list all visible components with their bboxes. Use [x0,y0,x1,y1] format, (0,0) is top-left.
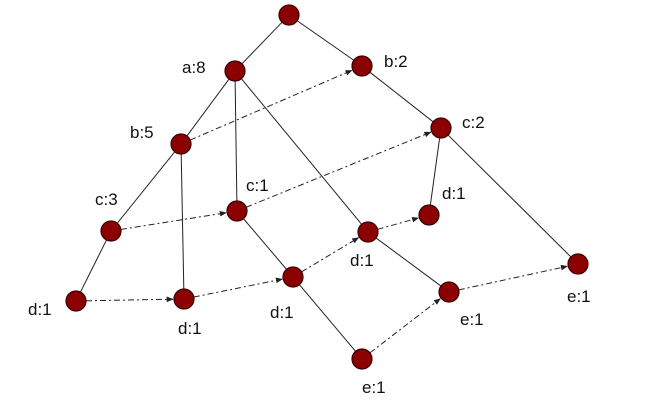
edges-layer [80,20,572,354]
node-link-c3-to-c1 [120,210,227,230]
node-label-d1_mid: d:1 [350,251,374,270]
node-label-d1_left: d:1 [28,300,52,319]
node-label-c1: c:1 [246,176,269,195]
node-link-d1_left-to-d1_b [85,296,174,303]
node-d1_c [282,266,304,288]
node-root [278,4,300,26]
tree-edge-a8-to-c1 [234,80,238,202]
tree-edge-b2-to-c2 [369,71,434,123]
tree-edge-root-to-b2 [296,20,355,61]
node-link-e1_bottom-to-e1_mid [369,298,441,354]
node-label-e1_right: e:1 [567,287,591,306]
node-link-d1_c-to-d1_mid [301,237,360,273]
node-label-c3: c:3 [95,190,118,209]
node-label-c2: c:2 [462,113,485,132]
node-link-c1-to-c2 [246,131,432,208]
labels-layer: a:8 b:2 b:5 c:2 c:3 c:1 d:1 d:1 d:1 d:1 d:1 e:1 e:1 e… [28,52,591,397]
tree-edge-a8-to-b5 [186,78,230,137]
tree-edge-c2-to-e1_right [447,134,572,258]
node-c3 [100,220,122,242]
node-label-d1_b: d:1 [178,319,202,338]
tree-edge-d1_mid-to-e1_mid [375,237,442,287]
node-b2 [351,55,373,77]
tree-edge-d1_c-to-e1_bottom [299,284,356,352]
node-label-e1_mid: e:1 [460,310,484,329]
nodes-layer [65,4,589,370]
tree-edge-c1-to-d1_c [243,218,287,270]
tree-edge-c2-to-d1_right [429,137,441,206]
node-a8 [224,60,246,82]
tree-edge-a8-to-d1_mid [240,78,363,225]
node-c2 [430,117,452,139]
node-link-b5-to-b2 [189,69,353,141]
node-b5 [170,133,192,155]
node-d1_right [418,204,440,226]
node-e1_bottom [351,348,373,370]
node-e1_right [567,253,589,275]
node-label-b5: b:5 [130,123,154,142]
node-c1 [226,200,248,222]
node-label-d1_right: d:1 [442,184,466,203]
node-d1_left [65,290,87,312]
tree-edge-c3-to-d1_left [80,239,107,293]
node-label-e1_bottom: e:1 [362,378,386,397]
node-d1_mid [357,221,379,243]
tree-edge-b5-to-c3 [116,151,176,224]
node-e1_mid [438,281,460,303]
node-label-d1_c: d:1 [270,303,294,322]
node-label-a8: a:8 [182,58,206,77]
node-link-d1_mid-to-d1_right [377,216,420,230]
node-d1_b [173,288,195,310]
node-link-d1_b-to-d1_c [193,277,283,298]
tree-edge-b5-to-d1_b [180,153,185,290]
node-label-b2: b:2 [384,52,408,71]
node-link-e1_mid-to-e1_right [458,264,568,291]
tree-edge-root-to-a8 [241,21,283,65]
